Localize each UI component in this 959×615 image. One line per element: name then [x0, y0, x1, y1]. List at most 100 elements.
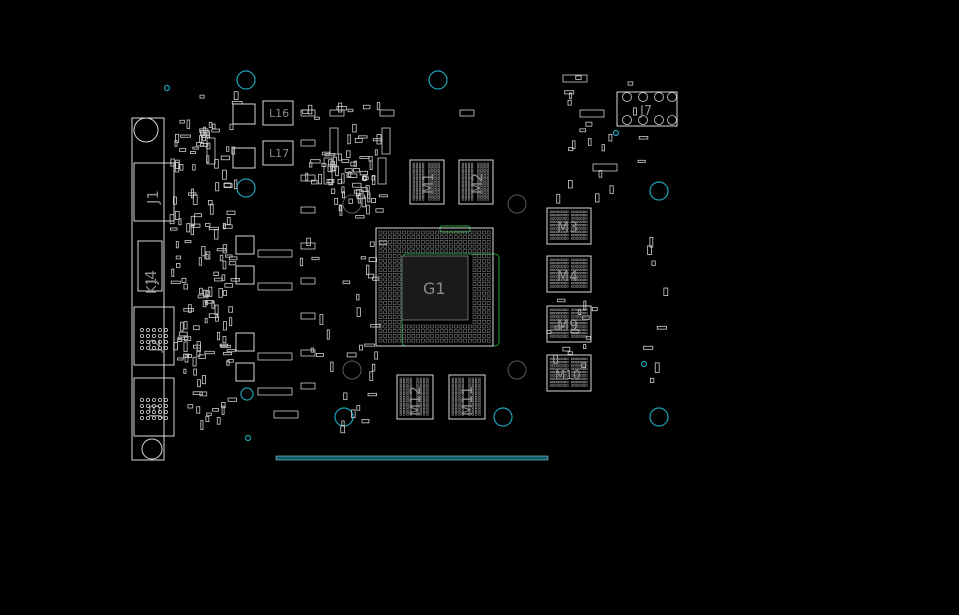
- memory-ball: [422, 174, 425, 177]
- memory-ball: [585, 265, 588, 268]
- memory-ball: [412, 196, 415, 199]
- memory-ball: [554, 278, 557, 281]
- smd-part: [193, 368, 197, 376]
- memory-ball: [455, 411, 458, 414]
- memory-ball: [418, 174, 422, 177]
- memory-ball: [571, 357, 574, 360]
- memory-ball: [578, 318, 581, 321]
- memory-ball: [575, 322, 578, 325]
- memory-ball: [556, 328, 559, 331]
- memory-ball: [419, 399, 422, 402]
- smd-part: [567, 180, 573, 189]
- connector-pin: [151, 333, 156, 338]
- memory-ball: [467, 162, 471, 165]
- memory-ball: [578, 230, 581, 233]
- memory-ball: [571, 371, 574, 374]
- smd-part: [192, 356, 197, 367]
- gpu-ball: [482, 315, 486, 319]
- gpu-ball: [397, 258, 402, 263]
- gpu-ball: [482, 240, 486, 244]
- memory-ball: [437, 172, 440, 175]
- memory-ball: [559, 364, 562, 367]
- memory-ball: [451, 403, 454, 406]
- gpu-ball: [472, 287, 477, 291]
- memory-ball: [428, 184, 431, 187]
- memory-ball: [431, 196, 434, 199]
- gpu-ball: [388, 268, 392, 272]
- gpu-ball: [477, 329, 481, 333]
- memory-ball: [554, 367, 557, 370]
- memory-ball: [464, 169, 467, 172]
- memory-ball: [455, 406, 458, 409]
- smd-part: [299, 257, 304, 267]
- smd-part: [317, 174, 323, 185]
- memory-ball: [554, 364, 557, 367]
- memory-ball: [480, 196, 483, 199]
- memory-ball: [549, 272, 552, 275]
- memory-ball: [564, 285, 567, 288]
- memory-ball: [461, 181, 464, 184]
- memory-ball: [418, 162, 422, 165]
- memory-ball: [573, 285, 576, 288]
- memory-ball: [580, 381, 583, 384]
- gpu-ball: [449, 230, 453, 235]
- memory-ball: [585, 318, 588, 321]
- smd-part: [568, 92, 573, 99]
- gpu-ball: [449, 324, 453, 329]
- memory-ball: [434, 198, 437, 201]
- gpu-ball: [435, 235, 439, 239]
- gpu-ball: [378, 277, 383, 282]
- memory-ball: [461, 169, 464, 172]
- smd-part: [181, 277, 187, 283]
- memory-ball: [583, 265, 586, 268]
- memory-ball: [464, 174, 467, 177]
- memory-ball: [412, 172, 415, 175]
- memory-ball: [549, 315, 552, 318]
- smd-part: [378, 194, 388, 198]
- gpu-ball: [468, 324, 472, 329]
- gpu-ball: [468, 338, 472, 343]
- memory-ball: [578, 364, 581, 367]
- j7-pin: [622, 92, 632, 102]
- memory-ball: [549, 377, 552, 380]
- smd-part: [306, 237, 311, 247]
- memory-ball: [573, 224, 576, 227]
- memory-ball: [486, 177, 489, 180]
- memory-ball: [475, 382, 478, 385]
- smd-part: [371, 198, 376, 203]
- memory-ball: [478, 403, 481, 406]
- memory-ball: [549, 234, 552, 237]
- memory-ball: [554, 224, 557, 227]
- memory-ball: [471, 184, 474, 187]
- smd-part: [215, 182, 220, 192]
- memory-ball: [451, 411, 454, 414]
- memory-ball: [554, 234, 557, 237]
- memory-ball: [434, 186, 437, 189]
- memory-ball: [578, 237, 581, 240]
- gpu-ball: [468, 230, 472, 235]
- memory-ball: [483, 169, 486, 172]
- memory-ball: [564, 335, 567, 338]
- memory-ball: [426, 392, 429, 395]
- memory-ball: [418, 179, 422, 182]
- memory-ball: [585, 224, 588, 227]
- memory-ball: [561, 308, 564, 311]
- gpu-ball: [477, 315, 481, 319]
- memory-ball: [431, 181, 434, 184]
- gpu-ball: [444, 338, 449, 343]
- memory-ball: [571, 318, 574, 321]
- gpu-ball: [486, 273, 491, 277]
- smd-part: [307, 104, 313, 115]
- memory-ball: [575, 377, 578, 380]
- mounting-hole: [240, 387, 254, 401]
- gpu-ball: [392, 296, 397, 301]
- memory-ball: [471, 172, 474, 175]
- memory-ball: [428, 198, 431, 201]
- memory-ball: [559, 224, 562, 227]
- memory-ball: [580, 217, 583, 220]
- gpu-ball: [444, 230, 449, 235]
- memory-ball: [428, 193, 431, 196]
- smd-part: [219, 254, 224, 262]
- memory-ball: [566, 357, 569, 360]
- inductor-l17-label: L17: [269, 147, 289, 160]
